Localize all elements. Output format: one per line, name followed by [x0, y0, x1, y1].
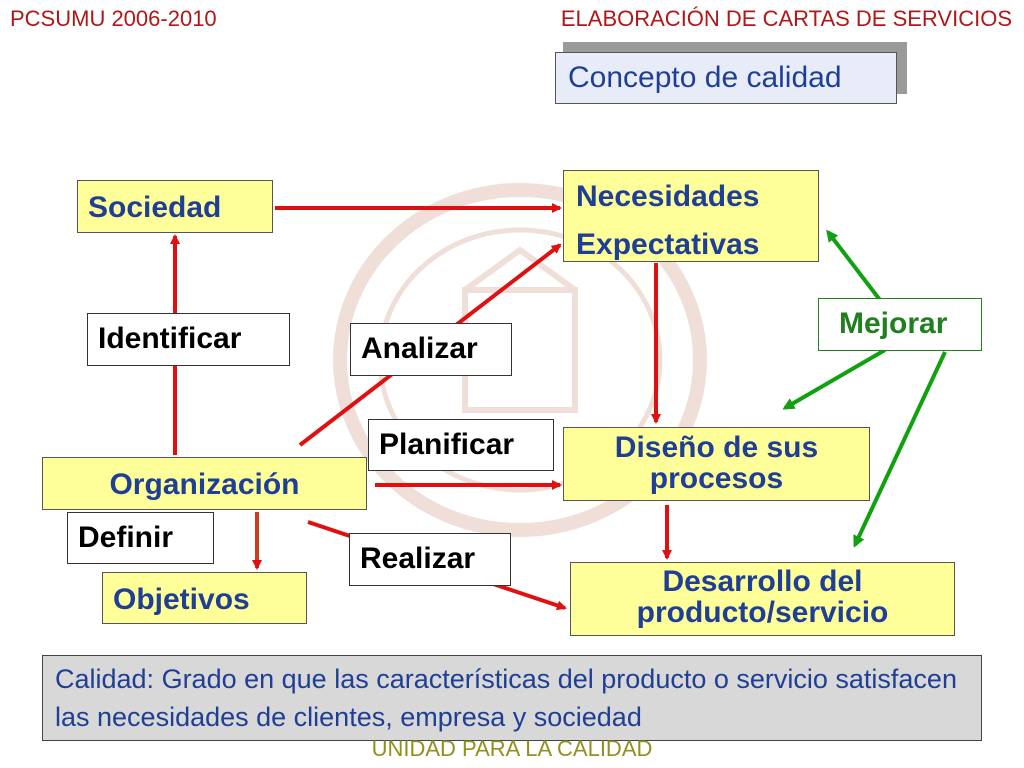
label-realizar: Realizar [349, 533, 511, 586]
arrow-mejorar-to-desarrollo [853, 351, 947, 548]
university-seal-watermark [333, 183, 707, 537]
label-analizar: Analizar [350, 323, 512, 376]
footer-text: UNIDAD PARA LA CALIDAD [371, 736, 653, 761]
node-diseno: Diseño de sus procesos [563, 427, 870, 501]
label-planificar: Planificar [368, 419, 554, 471]
header-left: PCSUMU 2006-2010 [10, 6, 217, 31]
definition-box: Calidad: Grado en que las característica… [42, 655, 982, 741]
node-organizacion: Organización [42, 457, 367, 510]
node-objetivos: Objetivos [102, 572, 307, 624]
node-sociedad: Sociedad [77, 180, 273, 233]
header-right: ELABORACIÓN DE CARTAS DE SERVICIOS [560, 6, 1012, 31]
node-necesidades: Necesidades [576, 180, 760, 213]
label-identificar: Identificar [87, 313, 290, 366]
arrow-mejorar-to-necesidades [826, 229, 882, 302]
arrow-mejorar-to-diseno [782, 348, 887, 410]
node-expectativas: Expectativas [576, 228, 760, 261]
label-mejorar: Mejorar [818, 298, 982, 351]
label-definir: Definir [67, 512, 214, 564]
node-necesidades-expectativas: Necesidades Expectativas [563, 170, 819, 262]
node-desarrollo: Desarrollo del producto/servicio [570, 562, 955, 636]
page-title: Concepto de calidad [555, 52, 897, 104]
